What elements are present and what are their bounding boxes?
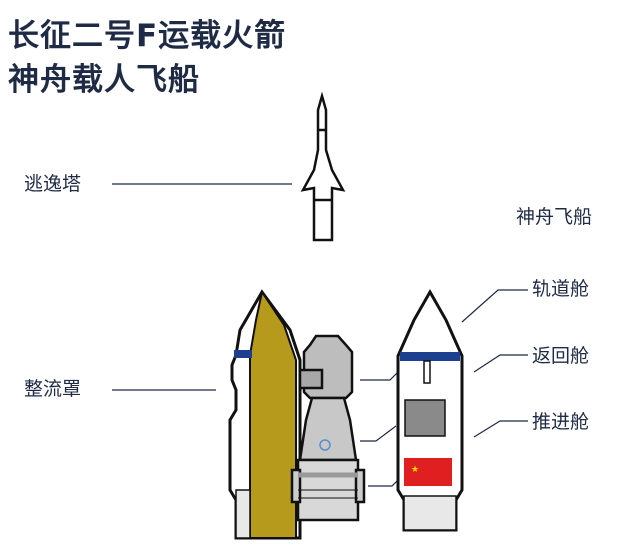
escape-tower-icon [300,91,346,242]
label-reentry-module: 返回舱 [532,345,590,367]
label-orbital-module: 轨道舱 [532,278,590,300]
fairing-icon [228,289,302,540]
label-shenzhou-spacecraft: 神舟飞船 [516,206,593,228]
svg-text:★: ★ [411,465,419,475]
shenzhou-capsule-icon [290,334,366,522]
label-service-module: 推进舱 [532,411,590,433]
leader-lines [112,183,528,487]
label-fairing: 整流罩 [24,378,82,400]
title-line-1: 长征二号F运载火箭 [8,18,287,54]
spacecraft-fairing-icon: ★ [396,288,464,532]
title-line-2: 神舟载人飞船 [8,62,200,98]
label-escape-tower: 逃逸塔 [24,173,82,195]
